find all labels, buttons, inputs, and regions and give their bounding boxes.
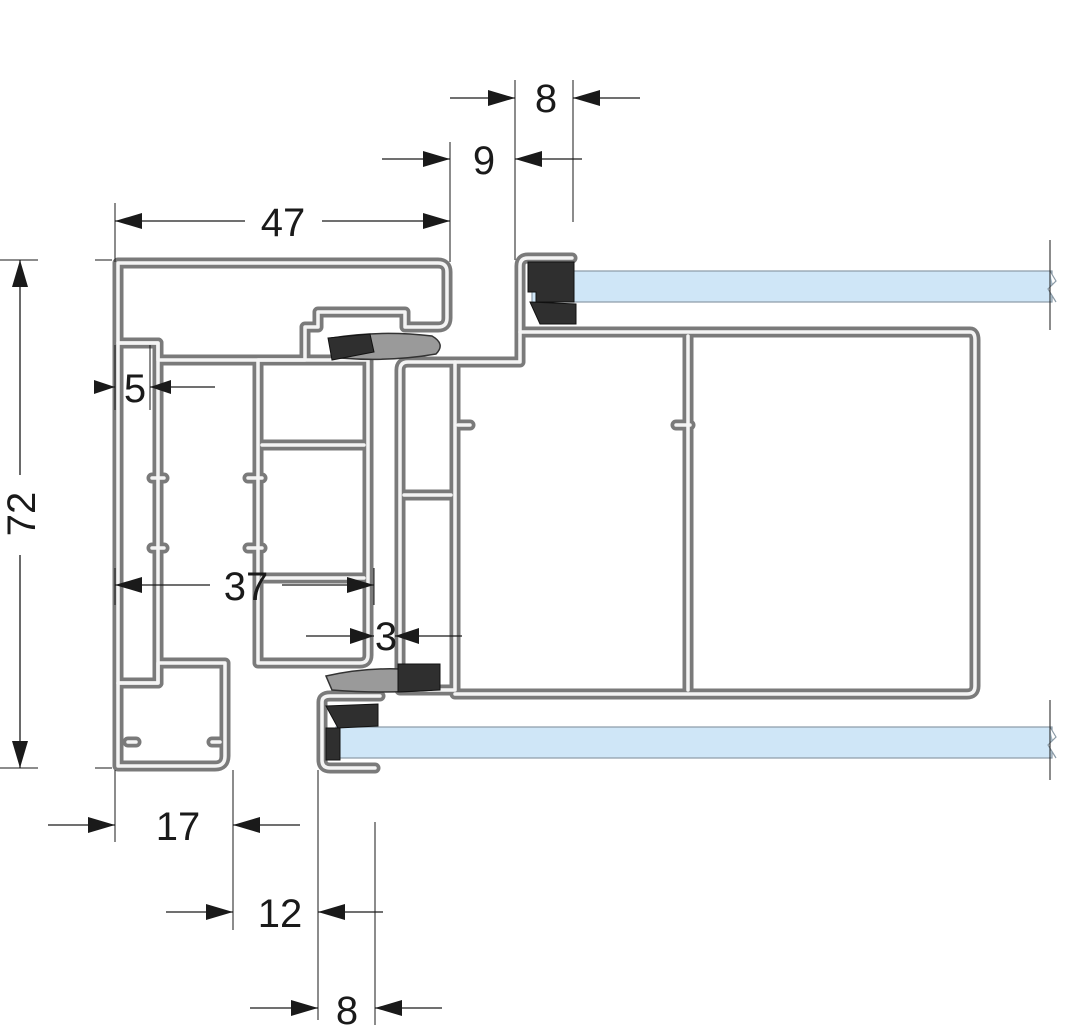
- dimension-8-top: 8: [450, 77, 640, 260]
- upper-glass-break: [1047, 270, 1057, 303]
- dimension-8-bottom: 8: [250, 822, 442, 1030]
- lower-glazing-gasket: [325, 703, 379, 729]
- lower-glass-pane: [335, 726, 1053, 759]
- dimension-17: 17: [48, 770, 300, 930]
- dimension-37: 37: [114, 565, 375, 609]
- lower-center-gasket-core: [397, 663, 441, 693]
- aluminium-profile-outline: [118, 258, 975, 768]
- upper-glass-pane: [531, 270, 1053, 303]
- dimension-8-top-label: 8: [535, 77, 557, 121]
- gaskets: [324, 261, 577, 761]
- dimension-9-label: 9: [473, 139, 495, 183]
- dimension-17-label: 17: [156, 805, 201, 849]
- dimension-72-label: 72: [0, 492, 44, 537]
- dimension-12-label: 12: [258, 892, 303, 936]
- dimension-12: 12: [166, 770, 383, 1020]
- dimension-37-label: 37: [224, 565, 269, 609]
- lower-glass-break: [1047, 726, 1057, 759]
- dimension-9: 9: [382, 139, 582, 262]
- dimension-5-label: 5: [124, 367, 146, 411]
- upper-center-gasket-core: [327, 333, 375, 361]
- upper-glazing-wedge: [529, 301, 577, 325]
- dimension-3: 3: [306, 615, 462, 659]
- dimension-47: 47: [114, 201, 450, 262]
- dimension-3-label: 3: [375, 615, 397, 659]
- dimension-47-label: 47: [261, 201, 306, 245]
- lower-glazing-wedge: [325, 727, 341, 761]
- dimension-5: 5: [94, 345, 215, 411]
- dimension-72: 72: [0, 259, 112, 769]
- dimension-8-bottom-label: 8: [336, 989, 358, 1030]
